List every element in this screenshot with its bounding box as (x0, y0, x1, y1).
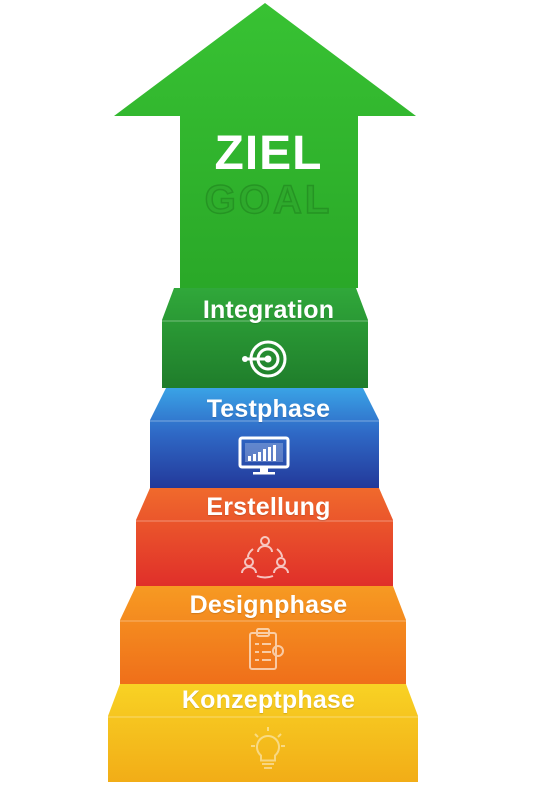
goal-subtitle: GOAL (204, 177, 333, 223)
goal-arrow (114, 3, 416, 288)
tread-line (150, 420, 379, 422)
tread-line (108, 716, 418, 718)
step-label-erstellung: Erstellung (206, 493, 331, 521)
tread-line (120, 620, 406, 622)
step-konzeptphase (108, 684, 418, 782)
tread-line (136, 520, 393, 522)
step-label-designphase: Designphase (189, 591, 348, 619)
step-integration (162, 288, 368, 388)
goal-title: ZIEL (214, 127, 323, 180)
step-label-testphase: Testphase (206, 395, 331, 423)
monitor-chart-icon (238, 436, 290, 475)
step-label-konzeptphase: Konzeptphase (181, 686, 356, 714)
team-cycle-icon (241, 536, 289, 579)
clipboard-checklist-icon (249, 628, 284, 670)
lightbulb-idea-icon (251, 727, 285, 769)
tread-line (162, 320, 368, 322)
target-icon (242, 340, 287, 378)
step-label-integration: Integration (202, 296, 335, 324)
